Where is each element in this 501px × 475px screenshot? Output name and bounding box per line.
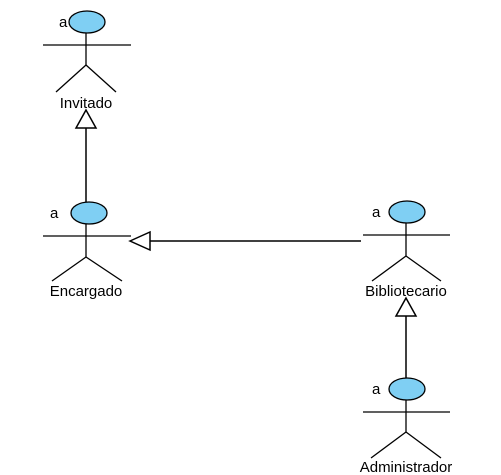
- actor-stereotype-letter: a: [59, 14, 68, 31]
- actor-bibliotecario[interactable]: a Bibliotecario: [363, 200, 450, 300]
- actor-encargado[interactable]: a Encargado: [43, 201, 131, 300]
- actor-label-bibliotecario: Bibliotecario: [365, 283, 447, 300]
- generalization-bibliotecario-to-encargado: [128, 230, 361, 252]
- actor-head: [68, 10, 106, 34]
- actor-head: [388, 377, 426, 401]
- actor-label-invitado: Invitado: [60, 95, 113, 112]
- actor-stereotype-letter: a: [372, 204, 381, 221]
- actor-label-encargado: Encargado: [50, 283, 123, 300]
- actor-label-administrador: Administrador: [360, 459, 453, 475]
- generalization-encargado-to-invitado: [74, 108, 98, 203]
- actor-stereotype-letter: a: [372, 381, 381, 398]
- actor-invitado[interactable]: a Invitado: [43, 10, 131, 112]
- generalization-administrador-to-bibliotecario: [394, 296, 418, 381]
- actor-administrador[interactable]: a Administrador: [360, 377, 453, 475]
- actor-head: [388, 200, 426, 224]
- actor-stereotype-letter: a: [50, 205, 59, 222]
- actor-head: [70, 201, 108, 225]
